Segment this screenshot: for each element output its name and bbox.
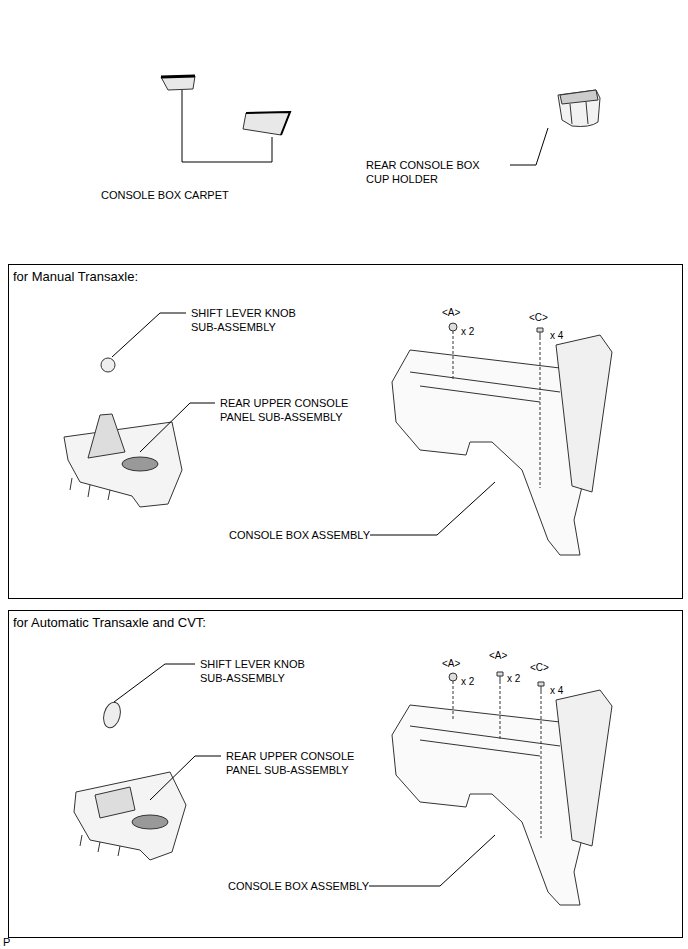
- quantity: x 2: [507, 672, 520, 686]
- console-detail: [410, 726, 560, 756]
- leader-line: [140, 403, 215, 452]
- leader-line: [114, 664, 195, 702]
- transaxle-group-frame: for Manual Transaxle:: [8, 264, 683, 599]
- armrest-lid: [556, 335, 612, 492]
- dashed-guide: [453, 331, 454, 380]
- knob-drawing: [101, 700, 123, 729]
- part-name: REAR CONSOLE BOX CUP HOLDER: [366, 158, 501, 186]
- group-heading: for Automatic Transaxle and CVT:: [9, 611, 206, 630]
- leader-line: [182, 90, 272, 162]
- leader-line: [369, 835, 495, 886]
- at-console-drawing: [392, 672, 612, 905]
- mt-console-drawing: [392, 323, 612, 555]
- at-panel-drawing: [74, 772, 186, 860]
- carpet-edge: [161, 76, 195, 77]
- console-outline: [392, 350, 586, 555]
- part-name: CONSOLE BOX ASSEMBLY: [228, 879, 369, 893]
- part-name: SHIFT LEVER KNOB SUB-ASSEMBLY: [200, 657, 322, 685]
- nut-icon: [449, 673, 457, 681]
- carpet-piece: [243, 112, 290, 135]
- screw-icon: [497, 672, 503, 684]
- shift-boot: [88, 414, 125, 458]
- panel-outline: [64, 422, 182, 507]
- console-outline: [392, 705, 586, 905]
- cup-holder-detail: [570, 102, 588, 124]
- nut-icon: [449, 323, 457, 331]
- cup-holder-rim: [560, 90, 598, 104]
- part-name: REAR UPPER CONSOLE PANEL SUB-ASSEMBLY: [226, 749, 378, 777]
- part-name: CONSOLE BOX CARPET: [101, 188, 229, 202]
- leader-line: [150, 756, 221, 800]
- quantity: x 2: [461, 675, 474, 689]
- carpet-piece: [161, 76, 195, 90]
- fastener-code: <A>: [442, 657, 460, 671]
- shift-gate: [95, 787, 135, 818]
- quantity: x 4: [550, 329, 563, 343]
- fastener-code: <C>: [529, 311, 548, 325]
- quantity: x 2: [461, 325, 474, 339]
- dashed-guide: [453, 681, 454, 720]
- cup-hole: [122, 457, 158, 471]
- console-detail: [410, 372, 560, 402]
- fastener-code: <A>: [442, 306, 460, 320]
- part-name: REAR UPPER CONSOLE PANEL SUB-ASSEMBLY: [220, 396, 372, 424]
- fastener-code: <A>: [489, 649, 507, 663]
- leader-line: [112, 313, 186, 357]
- part-name: SHIFT LEVER KNOB SUB-ASSEMBLY: [191, 306, 313, 334]
- carpet-edge: [246, 112, 290, 135]
- fastener-code: <C>: [530, 661, 549, 675]
- dashed-guide: [541, 696, 542, 838]
- group-heading: for Manual Transaxle:: [9, 265, 138, 284]
- leader-line: [370, 482, 495, 535]
- panel-outline: [74, 772, 186, 860]
- screw-icon: [537, 328, 543, 340]
- armrest-lid: [556, 690, 612, 846]
- leader-line: [510, 128, 548, 165]
- quantity: x 4: [550, 684, 563, 698]
- dashed-guide: [500, 686, 501, 740]
- part-name: CONSOLE BOX ASSEMBLY: [229, 528, 370, 542]
- panel-claws: [70, 478, 110, 500]
- knob-drawing: [101, 358, 115, 372]
- cup-hole: [132, 815, 168, 829]
- carpet-drawing: [161, 76, 290, 135]
- dashed-guide: [540, 342, 541, 488]
- cup-holder-drawing: [558, 90, 600, 127]
- cup-holder-body: [558, 90, 600, 127]
- page-marker: P: [3, 935, 10, 949]
- panel-claws: [80, 835, 120, 856]
- leader-lines: [112, 90, 548, 886]
- screw-icon: [538, 682, 544, 694]
